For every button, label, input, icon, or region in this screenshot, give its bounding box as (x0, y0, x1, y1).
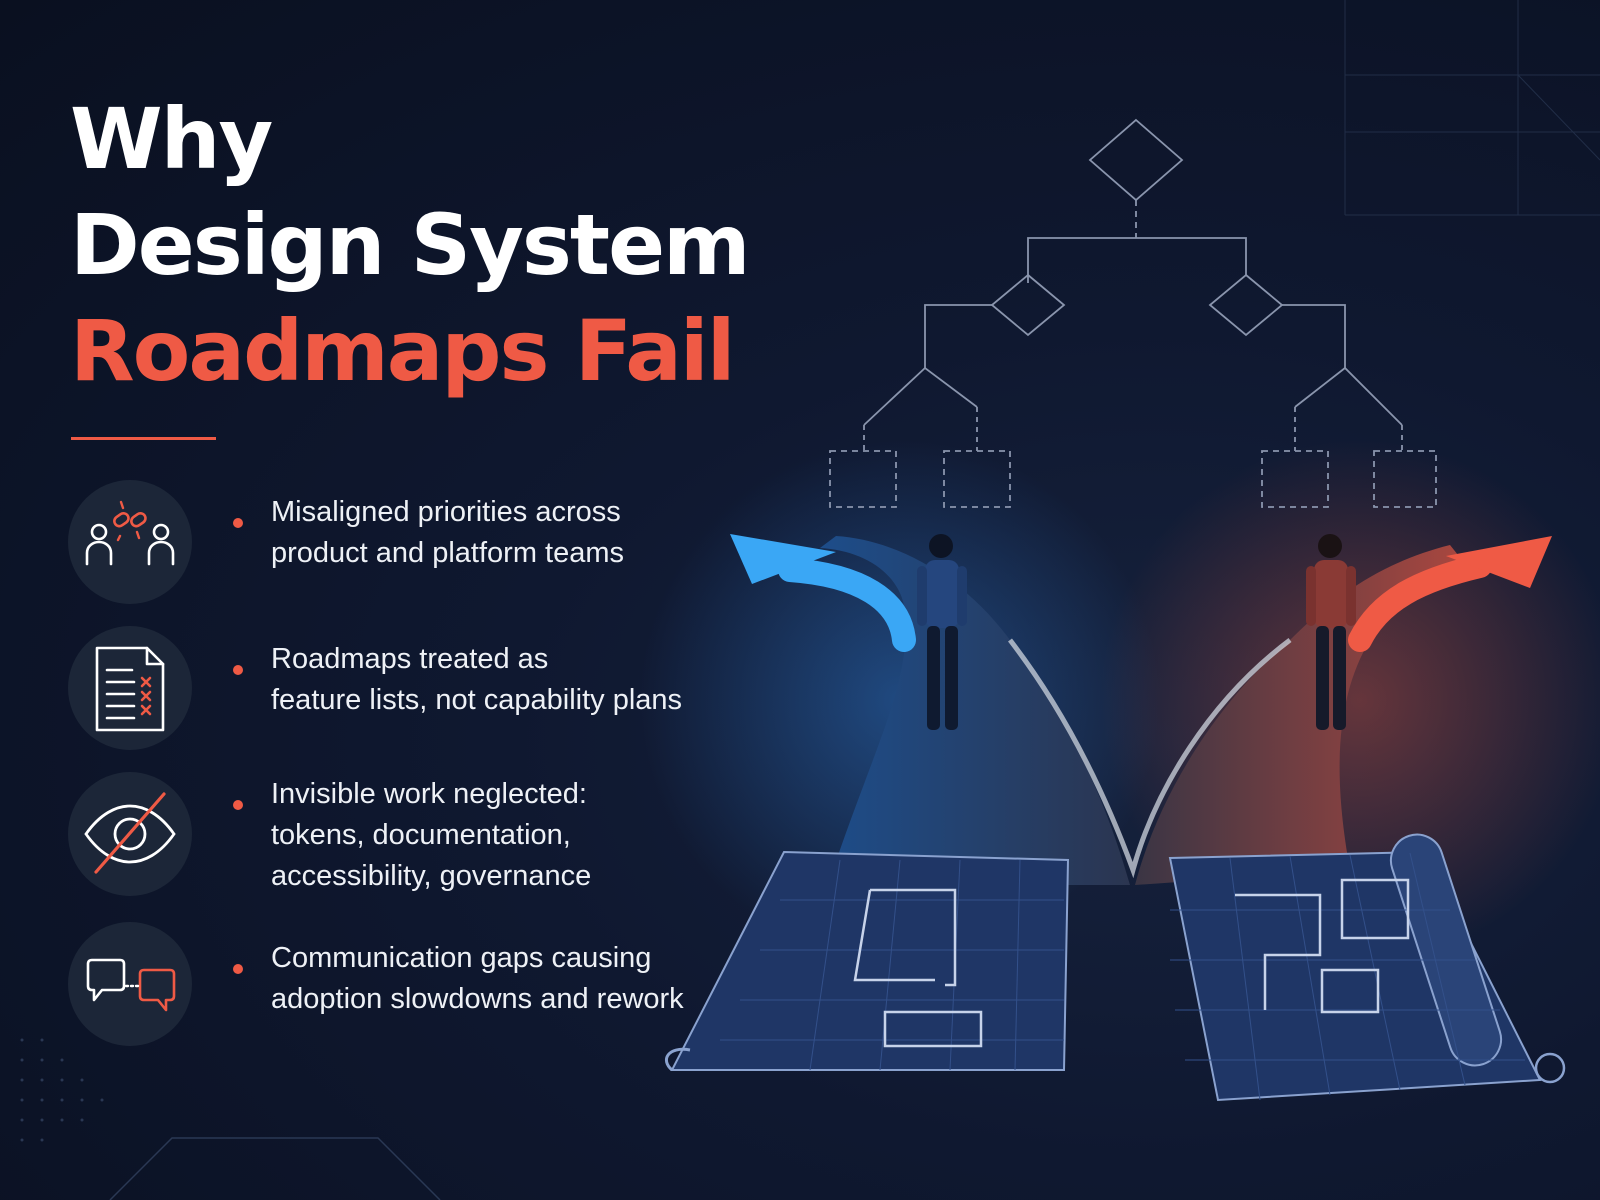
chat-bubbles-gap-icon (86, 958, 176, 1012)
people-broken-link-icon (85, 500, 175, 566)
icon-circle (68, 772, 192, 896)
title-line-2: Design System (70, 196, 751, 294)
failure-point-text: Misaligned priorities across product and… (271, 496, 625, 569)
red-walking-figure (1306, 534, 1356, 730)
bullet-dot (233, 665, 243, 675)
failure-point-4: Communication gaps causing adoption slow… (68, 922, 758, 1048)
red-road (1135, 545, 1462, 885)
failure-point-3: Invisible work neglected: tokens, docume… (68, 772, 758, 898)
right-blueprint (1168, 833, 1566, 1102)
icon-circle (68, 626, 192, 750)
title-line-1: Why (70, 90, 273, 188)
blue-road (820, 536, 1130, 885)
blue-walking-figure (917, 534, 967, 730)
document-checklist-icon (95, 646, 165, 732)
failure-point-2: Roadmaps treated as feature lists, not c… (68, 626, 758, 752)
bullet-dot (233, 800, 243, 810)
dot-pattern-decoration (20, 1038, 104, 1142)
bullet-dot (233, 964, 243, 974)
page-title: Why Design System Roadmaps Fail (70, 86, 751, 404)
blue-arrow (730, 534, 916, 652)
bottom-outline-decoration (109, 1137, 441, 1200)
eye-slash-icon (84, 792, 176, 874)
icon-circle (68, 480, 192, 604)
failure-point-text: Invisible work neglected: tokens, docume… (271, 778, 592, 892)
failure-point-1: Misaligned priorities across product and… (68, 480, 758, 606)
decision-tree-diagram (829, 118, 1437, 508)
icon-circle (68, 922, 192, 1046)
failure-point-text: Communication gaps causing adoption slow… (271, 942, 684, 1015)
bullet-dot (233, 518, 243, 528)
failure-point-text: Roadmaps treated as feature lists, not c… (271, 643, 683, 716)
left-blueprint (665, 850, 1070, 1072)
corner-grid-decoration (1344, 0, 1600, 216)
title-line-3-accent: Roadmaps Fail (70, 302, 736, 400)
red-arrow (1348, 536, 1552, 652)
title-divider (71, 437, 216, 440)
